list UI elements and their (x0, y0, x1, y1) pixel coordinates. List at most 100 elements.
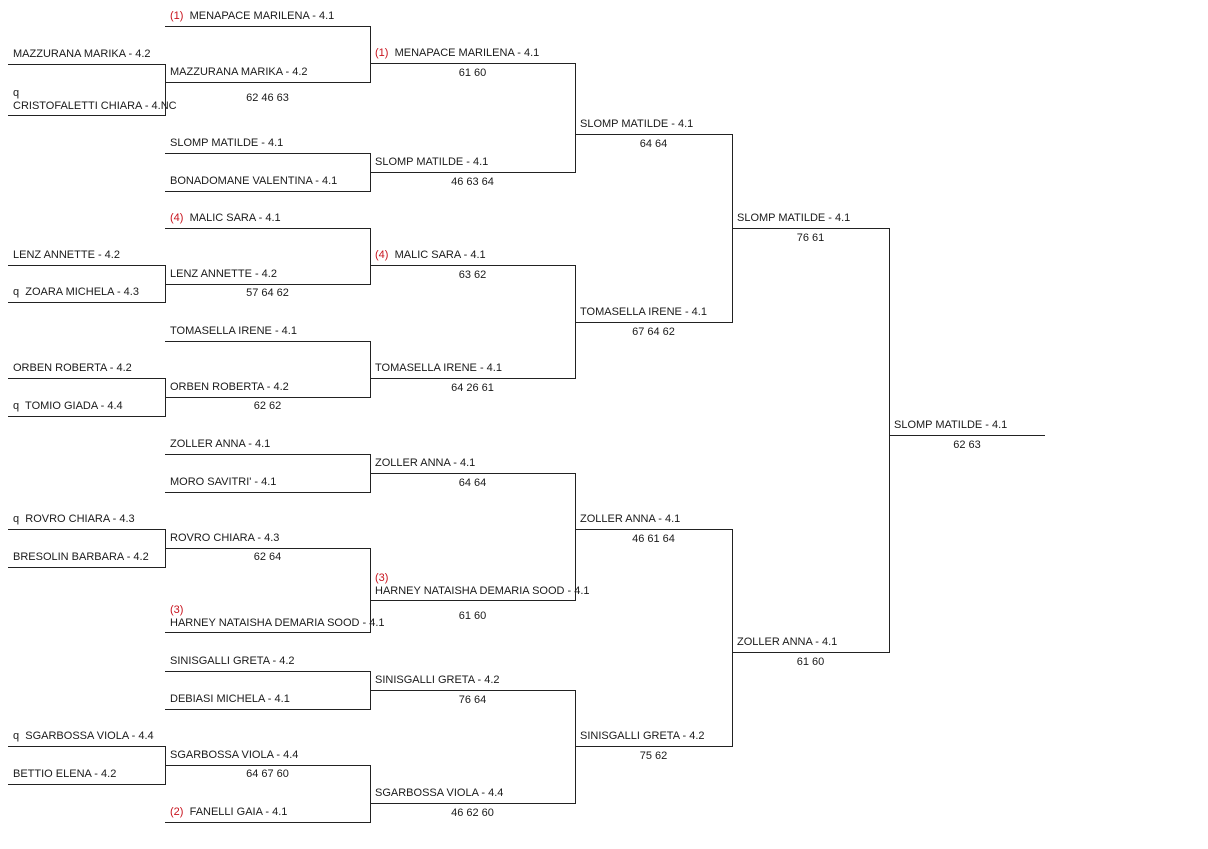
player-name: TOMASELLA IRENE - 4.1 (170, 325, 297, 337)
player-name: BRESOLIN BARBARA - 4.2 (13, 551, 149, 563)
match-score: 46 63 64 (451, 176, 494, 188)
player-entry: (2) FANELLI GAIA - 4.1 (170, 806, 287, 819)
bracket-line (370, 265, 575, 266)
player-entry: SLOMP MATILDE - 4.1 (737, 212, 850, 225)
bracket-connector (732, 529, 733, 747)
player-entry: ORBEN ROBERTA - 4.2 (170, 381, 289, 394)
player-entry: (1) MENAPACE MARILENA - 4.1 (375, 47, 539, 60)
bracket-connector (370, 341, 371, 398)
player-entry: q ZOARA MICHELA - 4.3 (13, 286, 139, 299)
seed-number: (4) (170, 212, 184, 224)
match-score: 61 60 (796, 656, 825, 668)
bracket-line (8, 64, 165, 65)
qualifier-marker: q (13, 286, 20, 298)
player-name: DEBIASI MICHELA - 4.1 (170, 693, 290, 705)
bracket-line (370, 63, 575, 64)
player-name: MALIC SARA - 4.1 (189, 212, 281, 224)
qualifier-marker: q (13, 513, 20, 525)
match-score: 76 61 (796, 232, 825, 244)
player-entry: MORO SAVITRI' - 4.1 (170, 476, 276, 489)
bracket-line (732, 652, 889, 653)
player-entry: MAZZURANA MARIKA - 4.2 (170, 66, 308, 79)
bracket-line (165, 228, 370, 229)
bracket-line (370, 600, 575, 601)
bracket-connector (575, 690, 576, 804)
bracket-line (165, 822, 370, 823)
match-score: 57 64 62 (246, 287, 289, 299)
player-name: SINISGALLI GRETA - 4.2 (580, 730, 705, 742)
player-name: ZOLLER ANNA - 4.1 (375, 457, 476, 469)
player-entry: SINISGALLI GRETA - 4.2 (170, 655, 295, 668)
bracket-line (732, 228, 889, 229)
bracket-line (889, 435, 1045, 436)
player-name: SGARBOSSA VIOLA - 4.4 (170, 749, 299, 761)
seed-number: (3) (375, 572, 389, 584)
player-entry: q SGARBOSSA VIOLA - 4.4 (13, 730, 154, 743)
bracket-line (165, 632, 370, 633)
match-score: 67 64 62 (632, 326, 675, 338)
player-entry: SLOMP MATILDE - 4.1 (170, 137, 283, 150)
player-name: MALIC SARA - 4.1 (394, 249, 486, 261)
bracket-line (370, 172, 575, 173)
player-name: ZOLLER ANNA - 4.1 (737, 636, 838, 648)
match-score: 64 64 (458, 477, 487, 489)
player-name: ZOLLER ANNA - 4.1 (580, 513, 681, 525)
player-entry: (3)HARNEY NATAISHA DEMARIA SOOD - 4.1 (375, 572, 590, 598)
bracket-line (370, 473, 575, 474)
seed-number: (3) (170, 604, 184, 616)
player-entry: SGARBOSSA VIOLA - 4.4 (170, 749, 298, 762)
seed-number: (1) (170, 10, 184, 22)
bracket-connector (165, 64, 166, 116)
bracket-connector (370, 228, 371, 285)
bracket-line (575, 322, 732, 323)
bracket-line (165, 191, 370, 192)
match-score: 62 64 (253, 551, 282, 563)
player-entry: ZOLLER ANNA - 4.1 (580, 513, 680, 526)
player-name: TOMASELLA IRENE - 4.1 (580, 306, 707, 318)
bracket-line (8, 416, 165, 417)
player-entry: ZOLLER ANNA - 4.1 (170, 438, 270, 451)
seed-number: (1) (375, 47, 389, 59)
player-entry: q ROVRO CHIARA - 4.3 (13, 513, 135, 526)
bracket-connector (370, 26, 371, 83)
player-entry: LENZ ANNETTE - 4.2 (170, 268, 277, 281)
bracket-line (370, 803, 575, 804)
match-score: 62 62 (253, 400, 282, 412)
player-name: ZOARA MICHELA - 4.3 (25, 286, 139, 298)
match-score: 64 67 60 (246, 768, 289, 780)
bracket-line (165, 548, 370, 549)
player-name: LENZ ANNETTE - 4.2 (13, 249, 120, 261)
player-entry: ORBEN ROBERTA - 4.2 (13, 362, 132, 375)
player-entry: (4) MALIC SARA - 4.1 (375, 249, 486, 262)
player-entry: ZOLLER ANNA - 4.1 (375, 457, 475, 470)
bracket-line (8, 567, 165, 568)
player-name: BETTIO ELENA - 4.2 (13, 768, 117, 780)
match-score: 61 60 (458, 67, 487, 79)
player-entry: TOMASELLA IRENE - 4.1 (580, 306, 707, 319)
bracket-line (165, 341, 370, 342)
player-name: SGARBOSSA VIOLA - 4.4 (25, 730, 154, 742)
player-name: CRISTOFALETTI CHIARA - 4.NC (13, 100, 177, 112)
player-name: ZOLLER ANNA - 4.1 (170, 438, 271, 450)
bracket-line (8, 746, 165, 747)
seed-number: (2) (170, 806, 184, 818)
match-score: 64 64 (639, 138, 668, 150)
bracket-connector (889, 228, 890, 653)
match-score: 62 63 (953, 439, 981, 451)
player-name: TOMASELLA IRENE - 4.1 (375, 362, 502, 374)
bracket-connector (370, 548, 371, 633)
player-entry: SGARBOSSA VIOLA - 4.4 (375, 787, 503, 800)
bracket-line (165, 82, 370, 83)
player-name: ORBEN ROBERTA - 4.2 (13, 362, 132, 374)
bracket-line (165, 153, 370, 154)
player-name: SLOMP MATILDE - 4.1 (375, 156, 489, 168)
player-name: ROVRO CHIARA - 4.3 (25, 513, 135, 525)
bracket-line (575, 746, 732, 747)
player-name: SLOMP MATILDE - 4.1 (170, 137, 284, 149)
player-name: SLOMP MATILDE - 4.1 (580, 118, 694, 130)
player-name: MENAPACE MARILENA - 4.1 (394, 47, 540, 59)
player-entry: TOMASELLA IRENE - 4.1 (375, 362, 502, 375)
bracket-line (8, 115, 165, 116)
player-entry: q TOMIO GIADA - 4.4 (13, 400, 123, 413)
